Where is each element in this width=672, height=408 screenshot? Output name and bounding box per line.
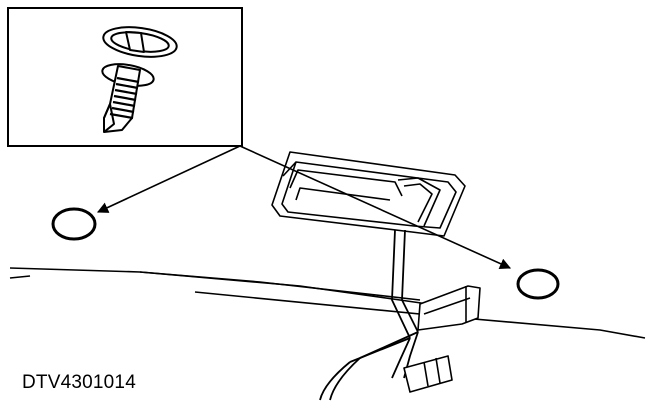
panel-assembly <box>9 151 646 401</box>
bracket-housing <box>271 151 466 237</box>
wire-harness <box>319 229 419 401</box>
detail-inset <box>7 7 243 147</box>
panel-lower-line <box>194 291 646 339</box>
leader-arrows <box>96 145 512 269</box>
panel-top-edge <box>9 267 471 311</box>
mounting-hole-icon <box>516 268 560 300</box>
panel-inner-line <box>139 271 421 301</box>
leader-arrow-icon <box>96 145 241 213</box>
harness-connector <box>417 285 481 331</box>
figure-id-label: DTV4301014 <box>22 372 136 393</box>
mounting-hole-icon <box>51 207 97 241</box>
terminal-block <box>403 355 453 393</box>
push-pin-rivet-icon <box>101 26 178 133</box>
panel-bottom-edge <box>9 275 31 279</box>
